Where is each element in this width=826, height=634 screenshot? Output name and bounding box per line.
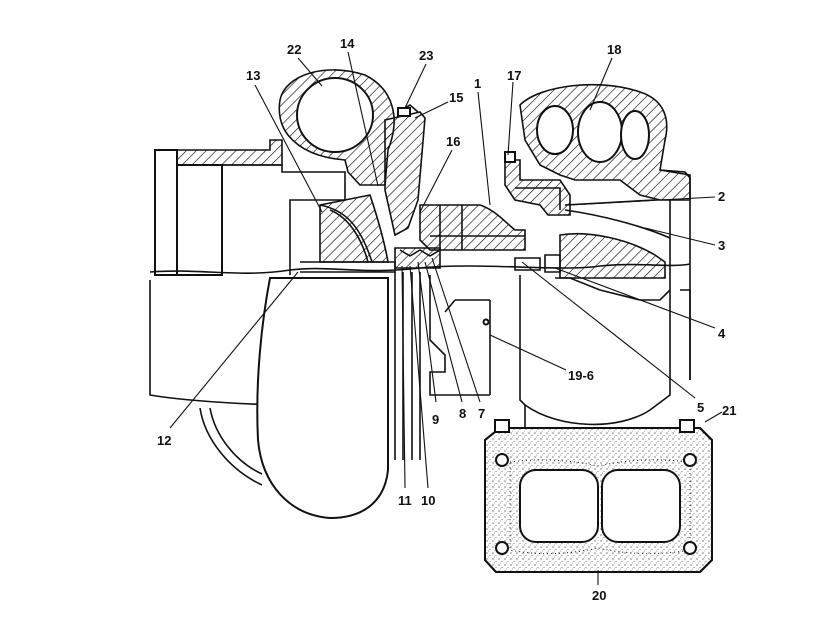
callout-22: 22	[287, 42, 301, 57]
callout-5: 5	[697, 400, 704, 415]
callout-17: 17	[507, 68, 521, 83]
center-housing	[384, 104, 571, 251]
compressor-volute	[278, 69, 395, 186]
callout-7: 7	[478, 406, 485, 421]
callout-12: 12	[157, 433, 171, 448]
flange-port-right	[601, 469, 681, 543]
callout-18: 18	[607, 42, 621, 57]
flange-port-left	[519, 469, 599, 543]
turbine-passage-3	[620, 110, 650, 160]
volute-passage-opening	[296, 77, 374, 153]
turbine-inlet-flange	[484, 419, 713, 573]
bearing-housing-lower	[429, 275, 671, 430]
flange-stud	[494, 419, 510, 433]
callout-14: 14	[340, 36, 355, 51]
callout-15: 15	[449, 90, 463, 105]
callout-9: 9	[432, 412, 439, 427]
flange-bolt-hole	[495, 541, 509, 555]
flange-bolt-hole	[683, 453, 697, 467]
callout-20: 20	[592, 588, 606, 603]
callout-8: 8	[459, 406, 466, 421]
callout-4: 4	[718, 326, 726, 341]
compressor-inlet-pipe	[149, 139, 691, 406]
callout-10: 10	[421, 493, 435, 508]
callout-23: 23	[419, 48, 433, 63]
callout-1: 1	[474, 76, 481, 91]
callout-3: 3	[718, 238, 725, 253]
callout-16: 16	[446, 134, 460, 149]
callout-2: 2	[718, 189, 725, 204]
flange-stud	[679, 419, 695, 433]
bolt-head-23	[397, 107, 411, 117]
turbine-passage-1	[536, 105, 574, 155]
bolt-head-17	[504, 151, 516, 163]
drain-port-marker	[482, 318, 490, 326]
compressor-outlet-elbow	[199, 277, 389, 520]
flange-bolt-hole	[495, 453, 509, 467]
turbine-housing	[519, 83, 691, 380]
callout-21: 21	[722, 403, 736, 418]
leader-lines	[169, 51, 723, 585]
turbine-passage-2	[577, 101, 623, 163]
callout-19-6: 19-6	[568, 368, 594, 383]
compressor-wheel	[300, 194, 396, 273]
callout-labels: 1 2 3 4 5 7 8 9 10 11 12 13 14 15 16 17 …	[157, 36, 736, 603]
flange-bolt-hole	[683, 541, 697, 555]
callout-11: 11	[398, 493, 412, 508]
callout-13: 13	[246, 68, 260, 83]
